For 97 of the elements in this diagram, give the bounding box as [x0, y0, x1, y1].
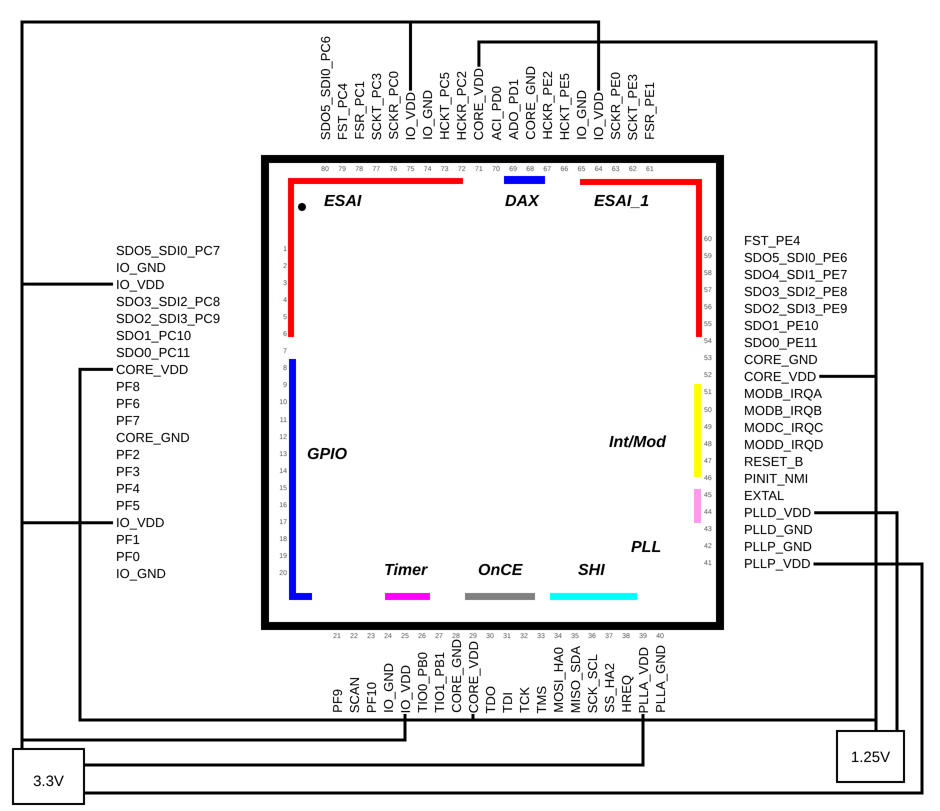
pin-label: ADO_PD1: [504, 79, 522, 140]
pin-label: IO_VDD: [396, 664, 414, 713]
pin-label: SDO3_SDI2_PE8: [744, 282, 848, 300]
pin-label: MODC_IRQC: [744, 419, 824, 436]
pin-label: PF8: [116, 378, 140, 395]
pin-label: CORE_GND: [744, 350, 818, 368]
pin-label: MISO_SDA: [566, 646, 584, 713]
pin-label: SDO1_PE10: [744, 316, 818, 334]
pin-label: TMS: [532, 686, 550, 713]
pin-label: TIO0_PB0: [414, 652, 430, 713]
pin-label: HCKT_PC5: [436, 72, 454, 140]
pin-label: PF3: [116, 463, 140, 480]
pin-label: PF9: [328, 689, 346, 713]
pin-label: CORE_VDD: [116, 360, 188, 378]
pin-label: PF10: [362, 682, 380, 713]
pin-label: SDO5_SDI0_PE6: [744, 248, 848, 266]
pin-label: PLLP_VDD: [744, 555, 810, 572]
pin-label: PLLP_GND: [744, 538, 812, 556]
pin-label: IO_GND: [116, 565, 166, 582]
pin-label: MODD_IRQD: [744, 436, 824, 454]
pin-label: PF7: [116, 412, 140, 429]
pin-label: IO_VDD: [116, 276, 164, 293]
module-label: OnCE: [478, 561, 522, 581]
pin-label: PLLD_GND: [744, 521, 813, 538]
pin-label: FSR_PC1: [350, 81, 368, 140]
pin-label: PF0: [116, 548, 140, 566]
pin-label: ACI_PD0: [488, 86, 504, 140]
pin-label: SDO0_PC11: [116, 344, 190, 361]
pin-label: SS_HA2: [600, 663, 618, 713]
pin-label: PLLA_VDD: [634, 646, 652, 713]
pin-label: FST_PE4: [744, 232, 800, 248]
pin-label: EXTAL: [744, 487, 784, 504]
module-label: PLL: [631, 538, 662, 558]
pin-label: PF1: [116, 531, 140, 548]
module-label: Timer: [384, 561, 428, 581]
pin-label: SDO2_SDI3_PE9: [744, 300, 848, 317]
pin-label: TDI: [498, 692, 516, 713]
pin-label: SDO5_SDI0_PC7: [116, 242, 220, 258]
wire: [85, 714, 644, 766]
pin-label: CORE_VDD: [744, 368, 816, 385]
pin-label: SDO5_SDI0_PC6: [316, 36, 334, 140]
pin-label: IO_VDD: [116, 514, 164, 532]
pin-label: TCK: [516, 687, 532, 713]
pin-label: SDO3_SDI2_PC8: [116, 292, 220, 310]
pin-label: MOSI_HA0: [550, 647, 566, 713]
pin-label: IO_VDD: [590, 92, 608, 140]
module-label: SHI: [578, 561, 605, 581]
pin-label: IO_GND: [116, 258, 166, 276]
pin-label: MODB_IRQA: [744, 384, 822, 402]
pin-label: SCKT_PE3: [624, 74, 642, 140]
pin-label: PF5: [116, 497, 140, 514]
pin-label: CORE_VDD: [464, 640, 482, 713]
module-label: ESAI: [324, 192, 362, 212]
pin-label: SCK_SCL: [584, 654, 600, 713]
pin-label: HCKR_PE2: [538, 71, 556, 140]
pin-label: IO_VDD: [402, 92, 419, 140]
pin-label: PF6: [116, 394, 140, 412]
pin-label: FST_PC4: [334, 82, 351, 140]
pin-label: HREQ: [618, 675, 634, 713]
pin-label: IO_GND: [380, 663, 396, 713]
pin-label: PLLA_GND: [652, 645, 668, 713]
pin-label: HCKT_PE5: [556, 72, 573, 140]
module-label: DAX: [505, 192, 539, 212]
pin-label: SCKR_PE0: [607, 72, 624, 140]
pin-label: IO_GND: [573, 90, 590, 140]
module-label: ESAI_1: [594, 192, 650, 212]
wire: [20, 714, 406, 748]
module-label: GPIO: [307, 445, 348, 465]
pin-label: SCAN: [346, 676, 362, 713]
power-supply-box: 1.25V: [836, 730, 905, 783]
pin-label: TDO: [482, 686, 498, 713]
pin-label: CORE_GND: [116, 429, 190, 446]
pin-label: SDO0_PE11: [744, 334, 818, 351]
pin-label: PF2: [116, 446, 140, 464]
pin-label: PLLD_VDD: [744, 504, 812, 522]
pin-label: CORE_VDD: [470, 68, 488, 140]
pin-label: PINIT_NMI: [744, 470, 808, 488]
pin-label: PF4: [116, 480, 140, 498]
pin-label: MODB_IRQB: [744, 402, 822, 419]
wire: [472, 714, 878, 730]
pin-label: SCKR_PC0: [384, 71, 402, 140]
pin-label: SCKT_PC3: [368, 72, 385, 140]
pin-label: TIO1_PB1: [430, 652, 448, 713]
pin-label: IO_GND: [419, 90, 436, 140]
pin-label: HCKR_PC2: [453, 70, 470, 140]
pin-label: CORE_GND: [522, 66, 539, 140]
pin-label: CORE_GND: [448, 639, 464, 713]
pin-label: FSR_PE1: [641, 82, 658, 140]
wire: [814, 511, 898, 730]
module-label: Int/Mod: [609, 433, 666, 453]
pin-label: SDO2_SDI3_PC9: [116, 310, 220, 327]
pin-label: RESET_B: [744, 453, 804, 470]
pin-label: SDO4_SDI1_PE7: [744, 266, 848, 283]
chip-package: [261, 155, 724, 630]
wire: [85, 562, 924, 794]
power-supply-box: 3.3V: [12, 748, 85, 805]
pin-label: SDO1_PC10: [116, 326, 192, 344]
